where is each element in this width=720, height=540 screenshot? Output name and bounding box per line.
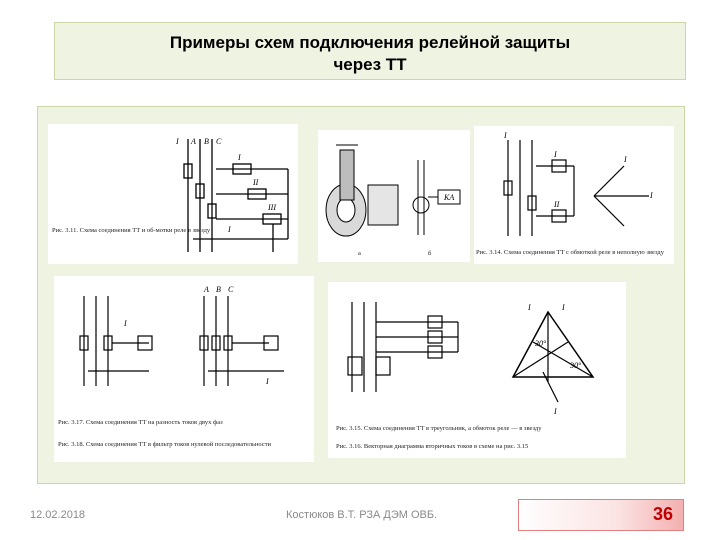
footer-date: 12.02.2018 — [30, 509, 86, 521]
svg-text:I: I — [123, 319, 127, 328]
fig1-caption: Рис. 3.11. Схема соединения ТТ и об-мотк… — [52, 227, 211, 234]
svg-text:I: I — [227, 225, 231, 234]
incomplete-star-diagram: I I II I I Рис. 3.14. Схема соединения Т… — [476, 131, 665, 256]
svg-text:30°: 30° — [569, 361, 582, 370]
svg-text:А: А — [203, 285, 209, 294]
ct-sketch-diagram: КА а б — [325, 144, 461, 257]
slide-title-line-2: через ТТ — [333, 55, 407, 74]
svg-text:I: I — [527, 303, 531, 312]
fig2-caption-a: а — [358, 250, 361, 257]
svg-text:В: В — [216, 285, 221, 294]
fig5-caption-2: Рис. 3.16. Векторная диаграмма вторичных… — [336, 443, 528, 450]
svg-text:I: I — [237, 153, 241, 162]
svg-text:I: I — [265, 377, 269, 386]
slide-title-box: Примеры схем подключения релейной защиты… — [54, 22, 686, 80]
svg-text:I: I — [623, 155, 627, 164]
page-number: 36 — [652, 504, 673, 524]
svg-text:С: С — [228, 285, 234, 294]
svg-text:A: A — [190, 137, 196, 146]
svg-text:II: II — [252, 178, 259, 187]
figure-ct-sketch: КА а б — [318, 130, 470, 262]
svg-text:III: III — [267, 203, 276, 212]
footer-author: Костюков В.Т. РЗА ДЭМ ОВБ. — [286, 509, 438, 521]
svg-text:C: C — [216, 137, 222, 146]
svg-text:КА: КА — [443, 193, 454, 202]
svg-text:30°: 30° — [534, 339, 547, 348]
fig4-caption-1: Рис. 3.17. Схема соединения ТТ на разнос… — [58, 419, 223, 426]
figure-delta-connection: I I 30° 30° I Рис. 3.15. Схема соединени… — [328, 282, 626, 458]
delta-connection-diagram: I I 30° 30° I Рис. 3.15. Схема соединени… — [336, 302, 595, 450]
figure-phase-difference: I А В С I Рис. 3.17. Схема соединения ТТ… — [54, 276, 314, 462]
fig5-caption-1: Рис. 3.15. Схема соединения ТТ в треугол… — [336, 425, 542, 432]
page-number-box: 36 — [518, 499, 684, 531]
svg-text:B: B — [204, 137, 209, 146]
fig2-caption-b: б — [428, 250, 432, 257]
svg-text:I: I — [175, 137, 179, 146]
svg-text:I: I — [503, 131, 507, 140]
figure-star-connection: I A B C I II III I Рис. 3.11. Схема соед… — [48, 124, 298, 264]
svg-text:I: I — [553, 150, 557, 159]
star-connection-diagram: I A B C I II III I Рис. 3.11. Схема соед… — [52, 137, 289, 252]
fig3-caption: Рис. 3.14. Схема соединения ТТ с обмотко… — [476, 249, 665, 256]
fig4-caption-2: Рис. 3.18. Схема соединения ТТ в фильтр … — [58, 441, 272, 448]
svg-text:II: II — [553, 200, 560, 209]
figure-incomplete-star: I I II I I Рис. 3.14. Схема соединения Т… — [474, 126, 674, 264]
svg-text:I: I — [561, 303, 565, 312]
svg-text:I: I — [553, 407, 557, 416]
slide-title-line-1: Примеры схем подключения релейной защиты — [169, 33, 571, 52]
phase-difference-diagram: I А В С I Рис. 3.17. Схема соединения ТТ… — [58, 285, 284, 448]
svg-text:I: I — [649, 191, 653, 200]
